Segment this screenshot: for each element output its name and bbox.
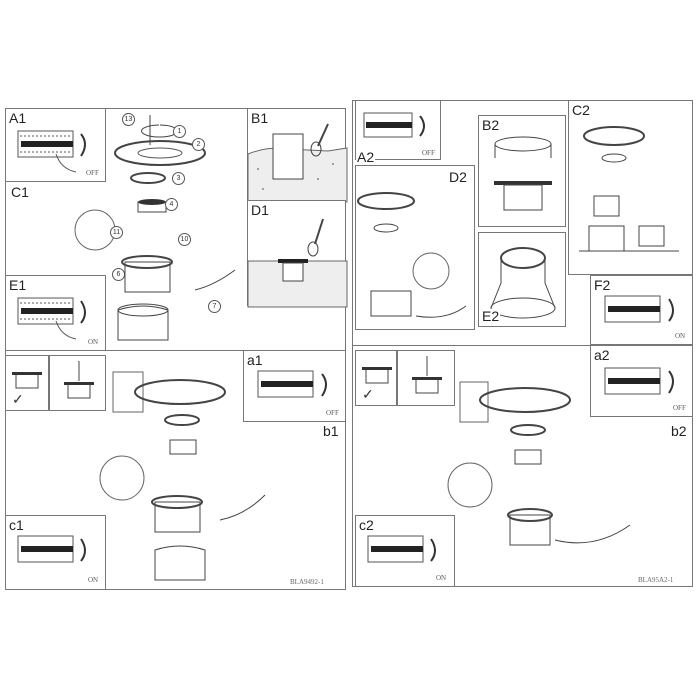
exploded-view-c2 (579, 126, 679, 252)
step-e2: E2 (478, 232, 566, 327)
housing-illustration (494, 136, 552, 211)
backfill-illustration (247, 218, 348, 308)
callout: 7 (208, 300, 221, 313)
step-b1-dig: B1 (247, 108, 348, 203)
step-f2-switch-on: F2 ON (590, 275, 693, 345)
step-check-ok: ✓ (5, 355, 49, 411)
step-check-ok-2: ✓ (355, 350, 397, 406)
callout: 4 (165, 198, 178, 211)
lamp-illustration (12, 372, 42, 389)
step-c2: C2 (568, 100, 693, 275)
step-check-wrong (49, 355, 106, 411)
step-c2-switch-on: c2 ON (355, 515, 455, 587)
callout: 1 (173, 125, 186, 138)
label-b2-lower: b2 (670, 423, 688, 439)
switch-illustration (257, 370, 327, 398)
switch-state-text: OFF (422, 149, 435, 157)
label-a1-lower: a1 (246, 352, 264, 368)
step-e1-switch-on: E1 ON (5, 275, 106, 351)
insert-illustration (490, 247, 556, 319)
switch-illustration (17, 535, 86, 563)
switch-state-text: OFF (326, 409, 339, 417)
callout: 11 (110, 226, 123, 239)
callout: 13 (122, 113, 135, 126)
check-icon: ✓ (362, 388, 374, 403)
callout: 6 (112, 268, 125, 281)
label-a1: A1 (8, 110, 28, 126)
step-d2: D2 (355, 165, 475, 330)
step-check-wrong-2 (397, 350, 455, 406)
label-d2: D2 (448, 169, 468, 185)
label-b1-lower: b1 (322, 423, 340, 439)
check-icon: ✓ (12, 393, 24, 408)
switch-illustration (604, 367, 674, 395)
switch-illustration (604, 295, 674, 323)
label-c2-lower: c2 (358, 517, 375, 533)
callout: 2 (192, 138, 205, 151)
step-a1-lower-switch-off: a1 OFF (243, 350, 346, 422)
switch-illustration (367, 535, 436, 563)
label-a2-lower: a2 (593, 347, 611, 363)
callout: 10 (178, 233, 191, 246)
label-d1: D1 (250, 202, 270, 218)
label-a2: A2 (356, 149, 376, 165)
switch-state-text: OFF (673, 404, 686, 412)
exploded-view-d2 (357, 192, 467, 318)
digging-illustration (247, 123, 348, 203)
label-c1-lower: c1 (8, 517, 25, 533)
step-c1-switch-on: c1 ON (5, 515, 106, 590)
switch-illustration (17, 130, 86, 173)
label-e2: E2 (481, 308, 501, 324)
callout: 3 (172, 172, 185, 185)
lamp-illustration (64, 361, 94, 399)
label-b2: B2 (481, 117, 501, 133)
step-b2: B2 (478, 115, 566, 227)
right-divider (352, 345, 693, 346)
switch-state-text: ON (88, 338, 99, 346)
switch-state-text: ON (436, 574, 447, 582)
label-f2: F2 (593, 277, 612, 293)
switch-state-text: ON (88, 576, 99, 584)
document-code: BLA95A2-1 (638, 576, 674, 584)
label-b1: B1 (250, 110, 270, 126)
step-d1-backfill: D1 (247, 200, 348, 308)
step-a2-switch-off: OFF (355, 100, 441, 160)
label-c2: C2 (571, 102, 591, 118)
switch-state-text: OFF (86, 169, 99, 177)
label-e1: E1 (8, 277, 28, 293)
switch-illustration (17, 297, 86, 340)
lamp-illustration (412, 356, 442, 394)
label-c1: C1 (10, 184, 30, 200)
switch-state-text: ON (675, 332, 686, 340)
step-a2-lower-switch-off: a2 OFF (590, 345, 693, 417)
switch-illustration (363, 112, 425, 138)
document-code: BLA9492-1 (290, 578, 324, 586)
step-a1-switch-off: A1 OFF (5, 108, 106, 182)
lamp-illustration (362, 367, 392, 384)
left-divider (5, 350, 346, 351)
